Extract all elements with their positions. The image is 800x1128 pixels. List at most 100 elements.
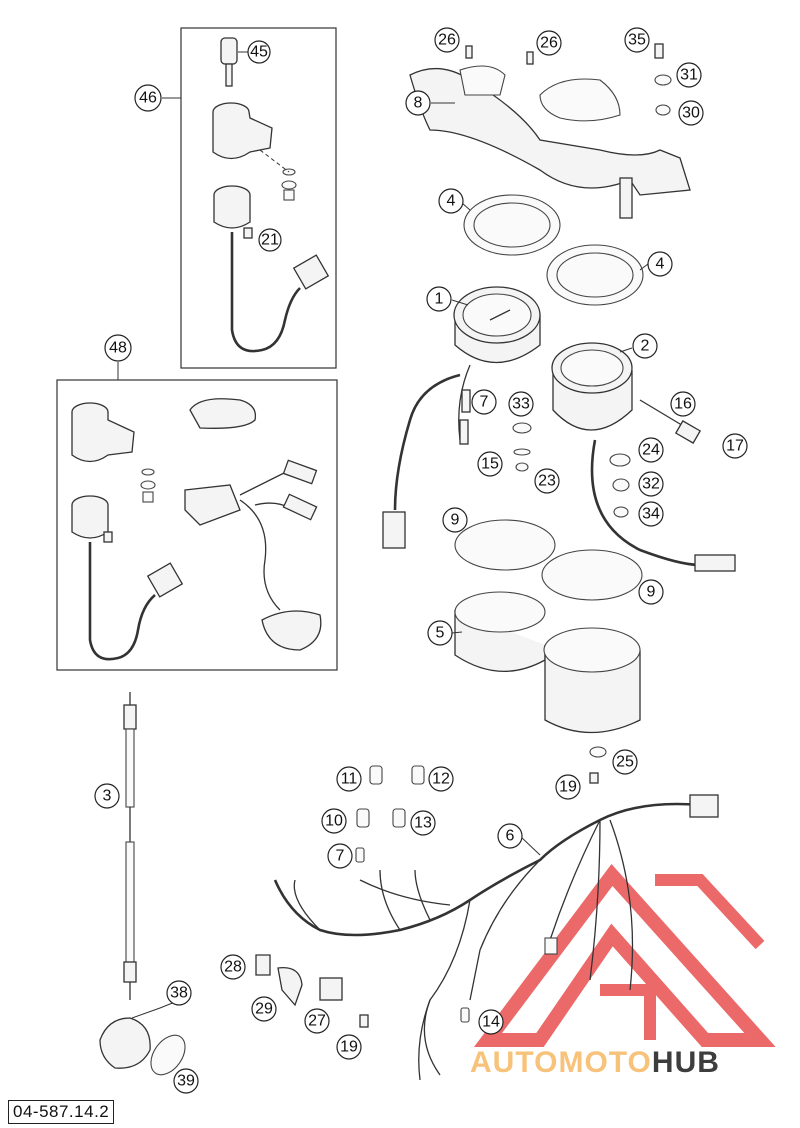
callout-16: 16	[670, 391, 696, 417]
grommet-33	[512, 422, 532, 434]
tachometer	[551, 342, 736, 572]
grommet-31	[654, 74, 672, 86]
callout-12: 12	[428, 766, 454, 792]
instrument-bracket	[454, 591, 641, 734]
callout-1: 1	[426, 286, 452, 312]
clip-29	[277, 966, 303, 1007]
ignition-key	[220, 37, 238, 87]
ignition-lock	[212, 102, 273, 160]
callout-9a: 9	[442, 507, 468, 533]
group-box-46	[180, 27, 337, 369]
callout-35: 35	[624, 27, 650, 53]
callout-34: 34	[638, 501, 664, 527]
svg-text:23: 23	[538, 473, 556, 490]
screw-26a	[465, 45, 473, 59]
gasket-4a-inner	[473, 202, 551, 248]
svg-text:10: 10	[325, 813, 343, 830]
svg-text:16: 16	[674, 396, 692, 413]
callout-11: 11	[336, 766, 362, 792]
svg-text:4: 4	[656, 256, 665, 273]
callout-15: 15	[477, 451, 503, 477]
nut-23	[515, 462, 529, 472]
svg-text:19: 19	[559, 779, 577, 796]
svg-text:4: 4	[447, 193, 456, 210]
speedometer	[382, 286, 541, 549]
svg-text:32: 32	[642, 476, 660, 493]
screw-19a	[589, 772, 599, 784]
callout-2: 2	[632, 333, 658, 359]
relay-27	[319, 977, 343, 1001]
grommet-24	[609, 453, 631, 467]
svg-text:7: 7	[336, 848, 345, 865]
callout-33: 33	[508, 391, 534, 417]
callout-25: 25	[612, 749, 638, 775]
callout-45: 45	[247, 40, 271, 64]
nut-30	[655, 104, 671, 116]
callout-14: 14	[478, 1009, 504, 1035]
callout-9b: 9	[638, 579, 664, 605]
svg-text:6: 6	[506, 828, 515, 845]
callout-21: 21	[258, 228, 282, 252]
callout-17: 17	[722, 433, 748, 459]
callout-48: 48	[104, 334, 132, 362]
callout-28: 28	[220, 954, 246, 980]
speedo-drive	[99, 999, 186, 1076]
seal-9a	[454, 519, 556, 571]
watermark-part2: HUB	[651, 1046, 720, 1079]
screw-21	[243, 227, 253, 239]
callout-32: 32	[638, 471, 664, 497]
callout-27: 27	[304, 1008, 330, 1034]
callout-29: 29	[251, 996, 277, 1022]
nut-34	[613, 506, 629, 518]
svg-text:3: 3	[103, 788, 112, 805]
svg-text:12: 12	[432, 771, 450, 788]
callout-7b: 7	[327, 843, 353, 869]
washer-15	[513, 448, 531, 456]
svg-text:26: 26	[540, 35, 558, 52]
seal-9b	[541, 549, 643, 601]
gasket-4b-inner	[556, 252, 634, 298]
callout-5: 5	[427, 620, 453, 646]
svg-text:31: 31	[680, 67, 698, 84]
watermark-part1: AUTOMOTO	[470, 1046, 652, 1079]
svg-text:5: 5	[436, 625, 445, 642]
screw-19b	[359, 1014, 369, 1028]
callout-38: 38	[166, 980, 192, 1006]
bulb-13	[392, 808, 406, 828]
svg-text:48: 48	[109, 340, 127, 357]
svg-text:30: 30	[682, 105, 700, 122]
callout-7a: 7	[471, 389, 497, 415]
callout-46: 46	[134, 84, 162, 112]
callout-4b: 4	[647, 251, 673, 277]
svg-text:8: 8	[414, 95, 423, 112]
bulb-7	[355, 847, 365, 863]
svg-text:11: 11	[341, 771, 358, 788]
bracket-28	[255, 954, 271, 976]
svg-text:27: 27	[308, 1013, 326, 1030]
leader-lines	[431, 102, 649, 856]
svg-text:9: 9	[647, 584, 656, 601]
drawing-reference-code: 04-587.14.2	[8, 1100, 115, 1124]
bulb-14	[460, 1007, 470, 1023]
instrument-housing	[409, 65, 691, 219]
speedo-cable	[123, 692, 137, 1000]
callout-3: 3	[94, 783, 120, 809]
bulb-11	[369, 765, 383, 785]
svg-text:2: 2	[641, 338, 650, 355]
svg-text:25: 25	[616, 754, 634, 771]
svg-text:38: 38	[170, 985, 188, 1002]
bush-32	[612, 478, 630, 492]
svg-text:24: 24	[642, 442, 660, 459]
svg-text:28: 28	[224, 959, 242, 976]
svg-text:17: 17	[726, 438, 744, 455]
svg-text:29: 29	[255, 1001, 273, 1018]
svg-text:7: 7	[480, 394, 489, 411]
callout-13: 13	[410, 810, 436, 836]
svg-text:15: 15	[481, 456, 499, 473]
wiring-harness	[273, 794, 719, 1081]
lock-set-48	[71, 398, 322, 661]
group-box-48	[56, 379, 338, 671]
svg-text:1: 1	[435, 291, 444, 308]
callout-19a: 19	[555, 774, 581, 800]
connector-6	[689, 794, 719, 818]
